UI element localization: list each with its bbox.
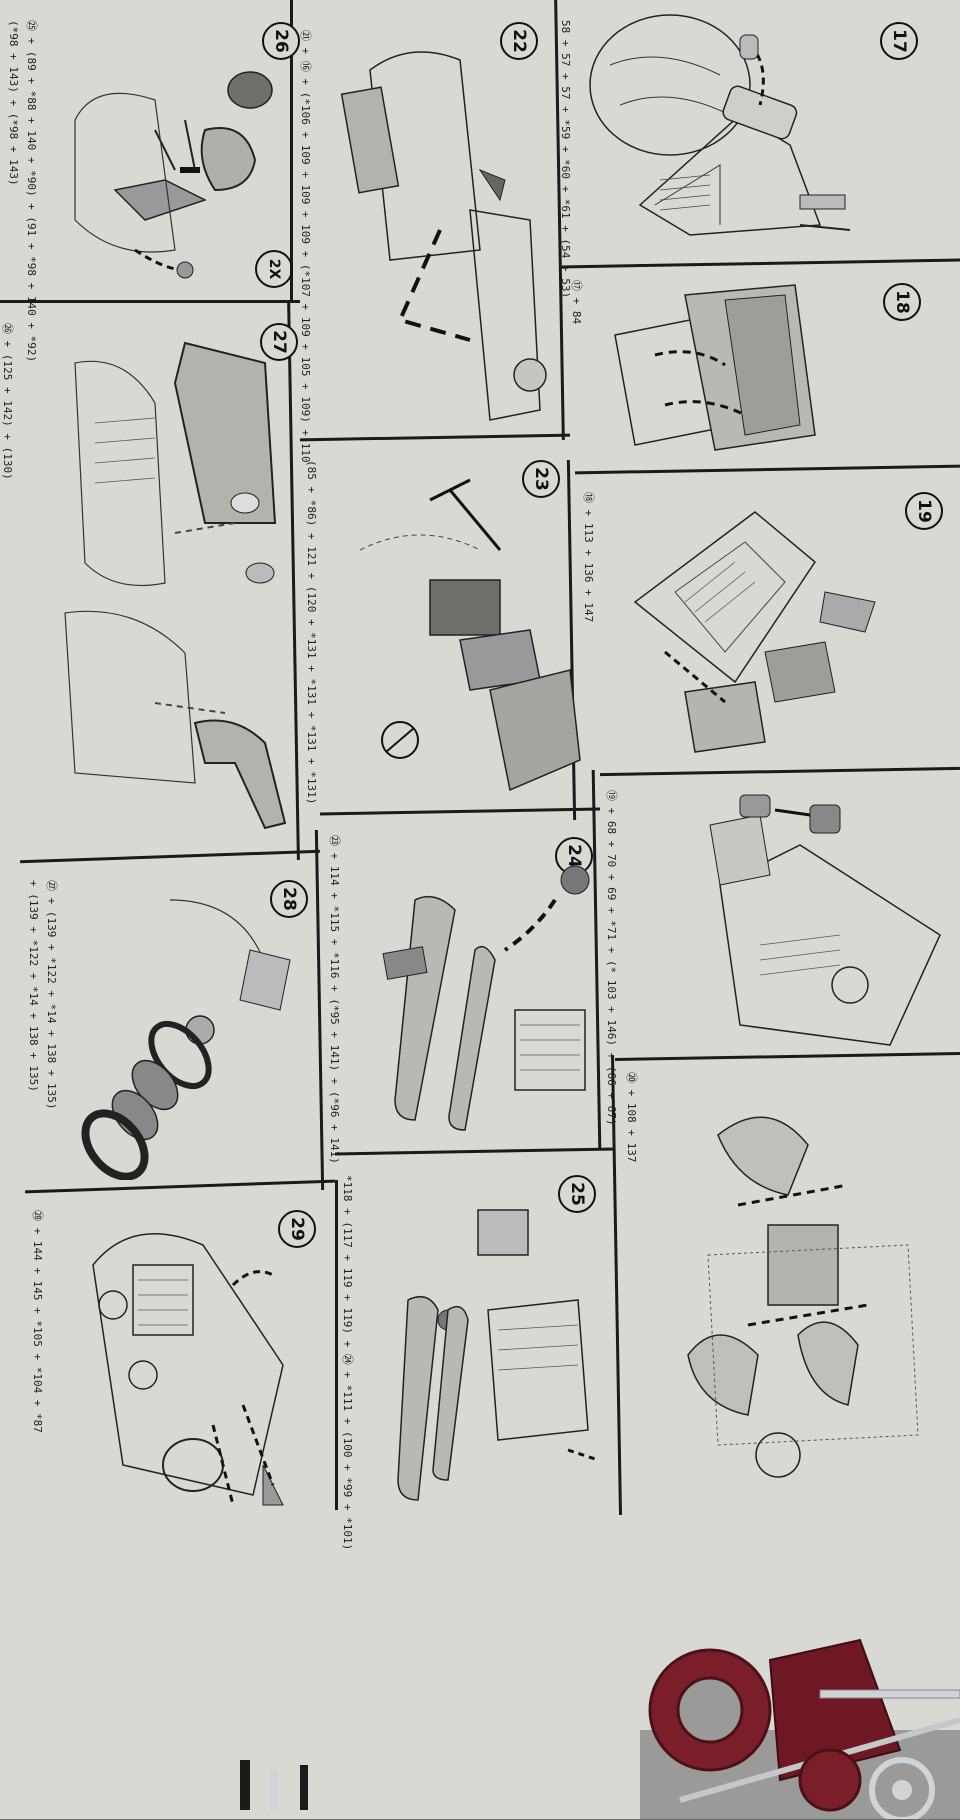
- assembly-sequence: ⑰ + 84: [570, 280, 583, 325]
- assembly-sequence-secondary: + (139 + *122 + *14 + 138 + 135): [27, 880, 40, 1092]
- assembly-sequence: ⑳ + 108 + 137: [625, 1072, 638, 1163]
- assembly-sequence: ㉑ + ⑯ + (*106 + 109 + 109 + 109 + (*107 …: [299, 30, 312, 463]
- step-18: 18 ⑰ + 84: [565, 265, 960, 470]
- step-19b-illustration: [709, 794, 941, 1046]
- step-25: 25 *118 + (117 + 119 + 119) + ㉔ + *111 +…: [338, 1155, 618, 1550]
- assembly-sequence: *118 + (117 + 119 + 119) + ㉔ + *111 + (1…: [341, 1175, 354, 1551]
- step-26-illustration: [74, 71, 273, 279]
- assembly-sequence: ㉖ + (125 + 142) + (130): [1, 323, 14, 480]
- step-17-illustration: [589, 14, 851, 236]
- divider: [335, 1180, 338, 1510]
- step-20-illustration: [687, 1116, 919, 1478]
- step-28-illustration: [81, 899, 291, 1180]
- step-23: 23 (85 + *86) + 121 + (120 + *131 + *131…: [300, 440, 590, 815]
- step-28: 28 ㉗ + (139 + *122 + *14 + 138 + 135) + …: [20, 860, 320, 1185]
- step-18-illustration: [614, 284, 816, 451]
- kit-parts-photo: [640, 1638, 960, 1819]
- sprue-fragment: [240, 1760, 308, 1810]
- step-17: 17 58 + 57 + 57 + *59 + *60 + *61 + (54 …: [559, 0, 960, 298]
- step-23-illustration: [359, 478, 581, 792]
- divider: [290, 0, 293, 300]
- assembly-sequence: ㉘ + 144 + 145 + *105 + *104 + *87: [31, 1210, 44, 1433]
- assembly-sequence: ㉗ + (139 + *122 + *14 + 138 + 135): [45, 880, 58, 1110]
- divider: [0, 300, 300, 303]
- assembly-sequence: ㉓ + 114 + *115 + *116 + (*95 + 141) + (*…: [328, 835, 341, 1164]
- assembly-sequence: (85 + *86) + 121 + (120 + *131 + *131 + …: [305, 460, 318, 805]
- step-29-illustration: [92, 1233, 284, 1506]
- step-29: 29 ㉘ + 144 + 145 + *105 + *104 + *87: [28, 1190, 338, 1520]
- assembly-sequence-secondary: (*98 + 143) + (*98 + 143): [7, 20, 20, 186]
- step-24: 24 ㉓ + 114 + *115 + *116 + (*95 + 141) +…: [325, 815, 615, 1164]
- step-20: ⑳ + 108 + 137: [618, 1060, 960, 1520]
- step-22-illustration: [340, 51, 547, 421]
- step-26: 26 ㉕ + (89 + *88 + 140 + *90) + (91 + *9…: [0, 0, 300, 362]
- step-27: 27 ㉖ + (125 + 142) + (130): [0, 303, 300, 858]
- step-25-illustration: [397, 1209, 599, 1501]
- step-24-illustration: [382, 865, 590, 1131]
- step-22: 22 ㉑ + ⑯ + (*106 + 109 + 109 + 109 + (*1…: [299, 0, 560, 463]
- step-19: 19 ⑱ + 113 + 136 + 147: [575, 472, 960, 772]
- step-19-continued: ⑲ + 68 + 70 + 69 + *71 + (* 103 + 146) +…: [600, 775, 960, 1126]
- step-27-illustration: [64, 341, 287, 830]
- step-19-illustration: [633, 511, 876, 753]
